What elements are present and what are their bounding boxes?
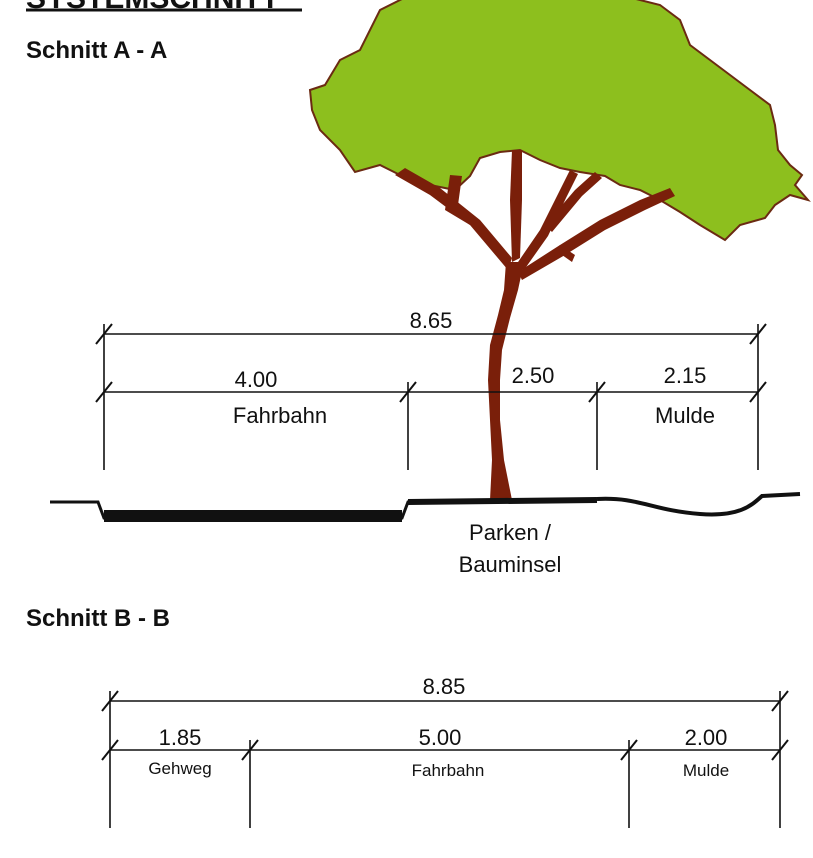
tick-b-1 [101, 739, 119, 761]
tree-branch-right-inner [516, 170, 578, 270]
dim-b-segment-2-value: 5.00 [419, 725, 462, 750]
dim-a-overall-value: 8.65 [410, 308, 453, 333]
dim-b-segment-1-value: 1.85 [159, 725, 202, 750]
dim-b-segment-3-label: Mulde [683, 761, 729, 780]
tick-b-overall-left [101, 690, 119, 712]
page-title: SYSTEMSCHNITT [26, 0, 279, 15]
dim-a-segment-2-value: 2.50 [512, 363, 555, 388]
roadway-surface [104, 510, 402, 522]
tree-branch-right-mid [545, 172, 602, 232]
swale-profile [596, 492, 801, 517]
tick-a-overall-right [749, 323, 767, 345]
tick-b-2 [241, 739, 259, 761]
section-a-ground-profile [50, 492, 801, 522]
section-a-dimensions [95, 323, 767, 470]
tick-b-4 [771, 739, 789, 761]
parking-label-line2: Bauminsel [459, 552, 562, 577]
parking-surface [407, 497, 598, 505]
dim-a-segment-3-value: 2.15 [664, 363, 707, 388]
tree-icon [308, 0, 811, 500]
tick-a-2 [399, 381, 417, 403]
dim-b-segment-2-label: Fahrbahn [412, 761, 485, 780]
parking-label-line1: Parken / [469, 520, 552, 545]
dim-a-segment-1-label: Fahrbahn [233, 403, 327, 428]
tree-branch-center [510, 150, 522, 262]
section-b-title: Schnitt B - B [26, 605, 170, 632]
dim-b-segment-1-label: Gehweg [148, 759, 211, 778]
dim-b-segment-3-value: 2.00 [685, 725, 728, 750]
tree-branch-left [395, 168, 512, 270]
section-a-title: Schnitt A - A [26, 37, 167, 64]
tree-branch-right-lower [555, 245, 575, 262]
section-b-dimensions [101, 690, 789, 828]
tree-branch-left-upper [445, 175, 478, 225]
dim-b-overall-value: 8.85 [423, 674, 466, 699]
dim-a-segment-1-value: 4.00 [235, 367, 278, 392]
tree-branch-right [518, 188, 675, 280]
dim-a-segment-3-label: Mulde [655, 403, 715, 428]
tick-a-4 [749, 381, 767, 403]
tree-trunk [488, 262, 524, 500]
tick-b-overall-right [771, 690, 789, 712]
tick-a-overall-left [95, 323, 113, 345]
tick-b-3 [620, 739, 638, 761]
tick-a-1 [95, 381, 113, 403]
tick-a-3 [588, 381, 606, 403]
